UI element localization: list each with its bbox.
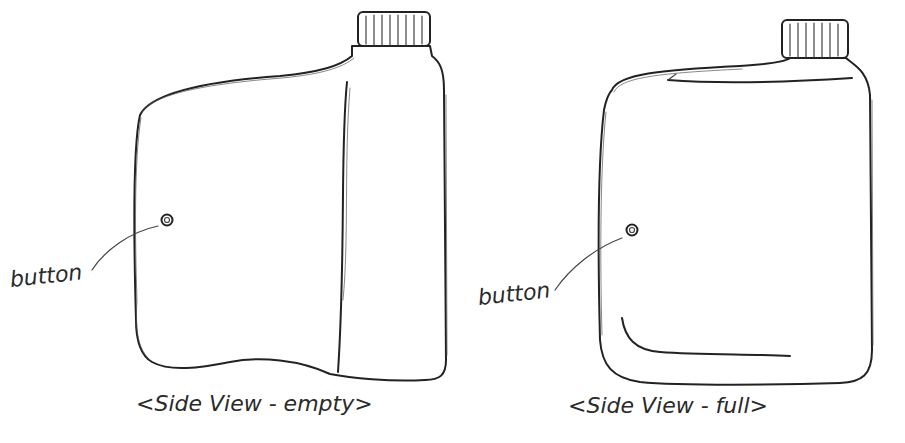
leader-line	[92, 226, 158, 270]
full-bottle	[555, 20, 873, 385]
button-symbol	[627, 225, 638, 236]
bottle-cap	[358, 12, 430, 46]
shoulder-crease	[338, 82, 347, 372]
button-center	[165, 218, 170, 223]
cap-ridges	[366, 15, 422, 45]
leader-line	[555, 238, 622, 290]
bottle-outline-sketch	[136, 58, 447, 360]
highlight-tick	[668, 74, 676, 80]
bottle-outline-sketch	[601, 69, 873, 345]
button-center	[630, 228, 635, 233]
base-highlight	[622, 318, 790, 356]
view-caption: <Side View - full>	[568, 394, 898, 418]
bottle-outline	[599, 58, 872, 385]
view-caption: <Side View - empty>	[136, 392, 476, 416]
bottle-cap	[782, 20, 848, 58]
part-label: button	[477, 275, 589, 311]
bottle-outline	[134, 46, 446, 381]
cap-ridges	[790, 23, 838, 57]
shoulder-crease-sketch	[343, 88, 350, 300]
shoulder-highlight	[668, 78, 852, 82]
part-label: button	[9, 257, 121, 293]
button-symbol	[162, 215, 173, 226]
empty-bottle	[92, 12, 447, 381]
